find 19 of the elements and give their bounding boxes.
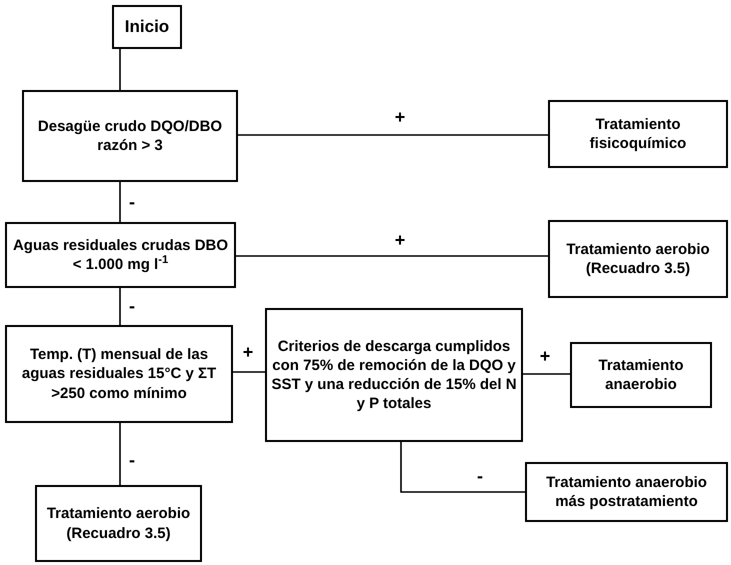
connector-line <box>119 423 121 485</box>
connector-line <box>236 255 548 257</box>
connector-line <box>233 371 265 373</box>
connector-line <box>400 442 525 493</box>
process-box: Tratamiento aerobio (Recuadro 3.5) <box>548 220 728 298</box>
process-box: Tratamiento anaerobio más postratamiento <box>525 462 728 522</box>
process-box: Aguas residuales crudas DBO < 1.000 mg l$^{-1}$ <box>5 222 236 288</box>
process-box: Tratamiento aerobio (Recuadro 3.5) <box>35 485 202 562</box>
start-box: Inicio <box>112 5 182 49</box>
process-box: Desagüe crudo DQO/DBO razón > 3 <box>22 90 238 182</box>
connector-line <box>238 134 548 136</box>
connector-line <box>523 373 570 375</box>
process-box: Temp. (T) mensual de las aguas residuales 15°C y ΣT >250 como mínimo <box>5 325 233 423</box>
process-box: Tratamiento anaerobio <box>570 342 712 408</box>
connector-line <box>119 182 121 222</box>
process-box: Tratamiento fisicoquímico <box>548 100 728 168</box>
process-box: Criterios de descarga cumplidos con 75% de remoción de la DQO y SST y una reducción de 15% del N y P totales <box>265 308 523 442</box>
connector-line <box>119 288 121 325</box>
connector-line <box>119 49 121 90</box>
